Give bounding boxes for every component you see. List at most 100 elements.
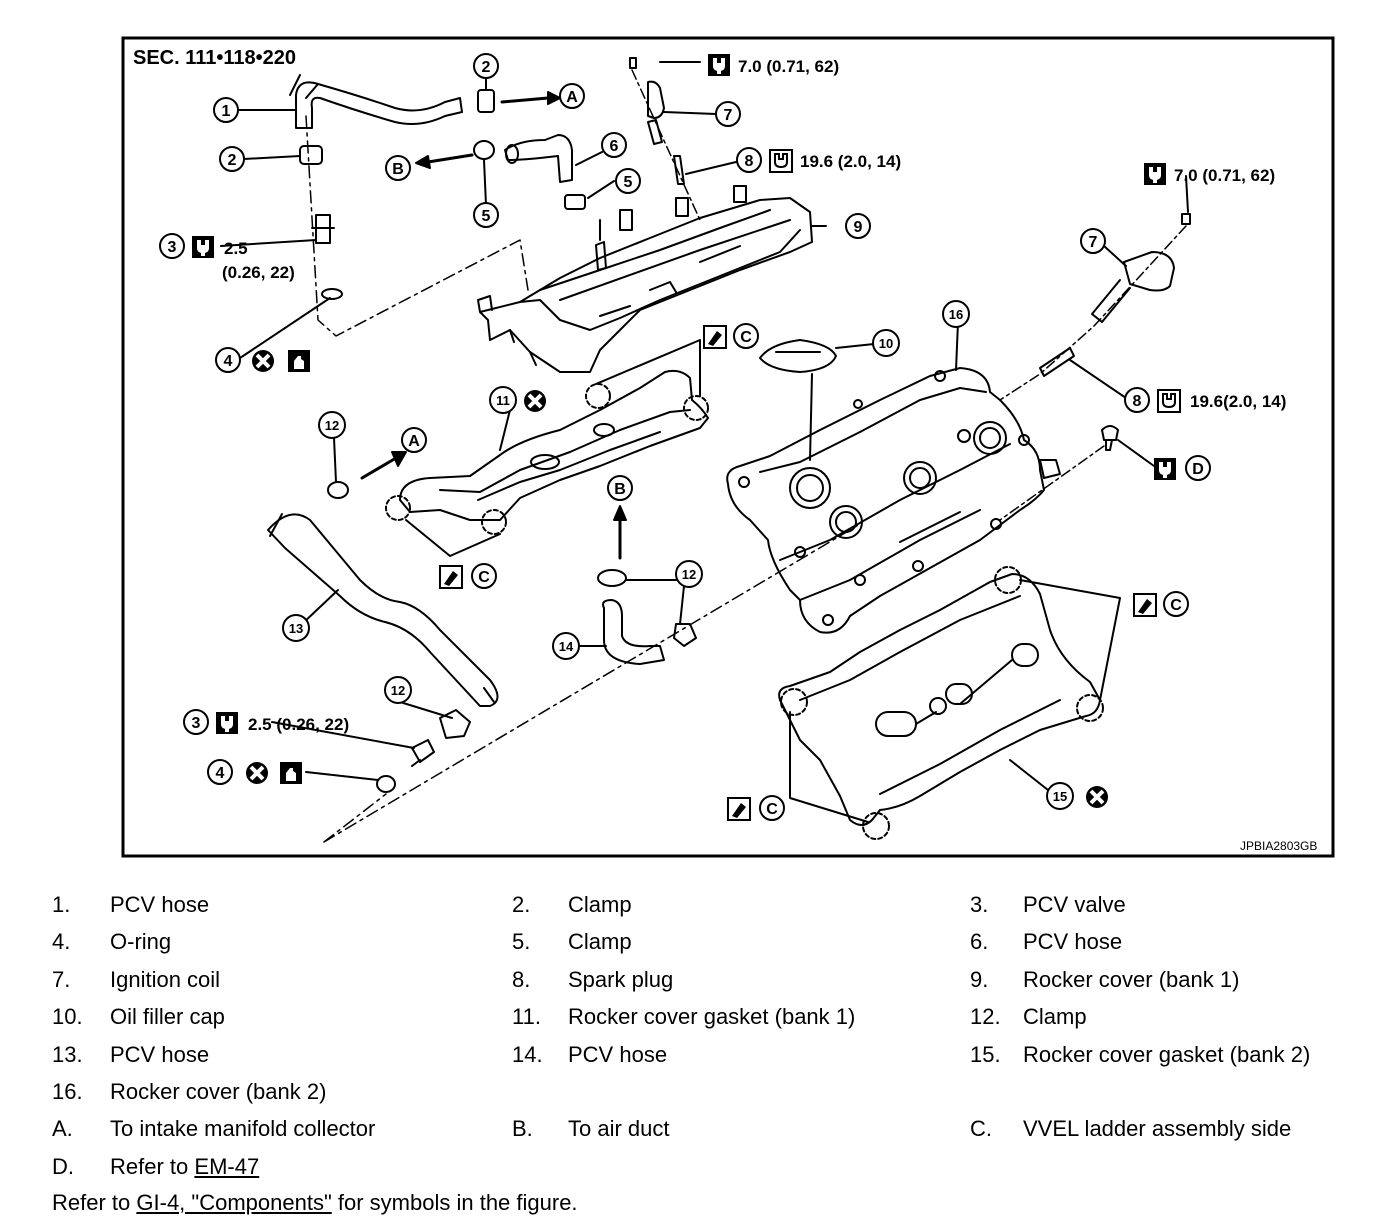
do-not-reuse-icon [1084, 784, 1110, 810]
legend-label-text: PCV hose [110, 892, 210, 917]
rocker-cover-gasket-bank-1 [399, 369, 709, 521]
svg-text:B: B [614, 481, 626, 498]
svg-text:3: 3 [168, 239, 177, 256]
callout-9: 9 [845, 213, 871, 239]
callout-8-top: 8 [736, 147, 762, 173]
ignition-coil-top [647, 80, 665, 145]
legend-number: A. [52, 1116, 73, 1142]
legend-label-text: Refer to [110, 1153, 189, 1179]
callout-4-top: 4 [215, 347, 241, 373]
legend-label-text: Rocker cover (bank 1) [1023, 966, 1240, 992]
legend-number: 13. [52, 1041, 83, 1067]
clamp-12-bottom [439, 709, 471, 739]
callout-12-left: 12 [318, 411, 346, 439]
callout-10: 10 [872, 329, 900, 357]
sealant-icon [1133, 593, 1157, 617]
rocker-cover-bank-1 [479, 197, 813, 373]
clamp-12-left [327, 481, 349, 499]
legend-label: VVEL ladder assembly side [1023, 1116, 1291, 1142]
legend-label: Rocker cover (bank 1) [1023, 967, 1239, 993]
legend-label: O-ring [110, 929, 171, 955]
bolt-top [629, 57, 637, 69]
callout-8-right: 8 [1124, 387, 1150, 413]
legend-number: 2. [512, 892, 531, 917]
legend-label: Clamp [568, 929, 632, 955]
tightening-torque-icon [1154, 458, 1176, 480]
legend-label-text: Oil filler cap [110, 1004, 225, 1030]
legend-label-text: Clamp [1023, 1004, 1087, 1030]
spark-plug-torque-icon [769, 149, 793, 173]
o-ring-4-lower [376, 775, 396, 793]
footer-suffix: for symbols in the figure. [337, 1190, 578, 1215]
rocker-cover-bank-2 [726, 367, 1045, 634]
callout-2-left: 2 [219, 146, 245, 172]
legend-label: PCV valve [1023, 892, 1126, 918]
svg-text:5: 5 [482, 208, 491, 225]
em-47-link[interactable]: EM-47 [194, 1153, 260, 1179]
svg-text:16: 16 [949, 307, 963, 322]
clamp-12-right [673, 623, 697, 647]
callout-4-bottom: 4 [207, 759, 233, 785]
svg-text:12: 12 [682, 567, 696, 582]
legend-label-text: PCV hose [110, 1041, 210, 1067]
pcv-hose-14 [602, 599, 665, 665]
oil-filler-cap [759, 339, 837, 373]
svg-text:7: 7 [724, 107, 733, 124]
legend-label: Clamp [568, 892, 632, 918]
bolt-right [1181, 213, 1191, 225]
legend-label: To air duct [568, 1116, 670, 1142]
callout-C-2: C [471, 563, 497, 589]
legend-label-text: PCV hose [568, 1041, 668, 1067]
footer-prefix: Refer to [52, 1190, 131, 1215]
callout-16: 16 [942, 300, 970, 328]
svg-text:4: 4 [216, 765, 225, 782]
svg-text:4: 4 [224, 353, 233, 370]
tightening-torque-icon [1144, 163, 1166, 185]
legend-number: 5. [512, 929, 531, 955]
do-not-reuse-icon [244, 760, 270, 786]
torque-valve-bottom: 2.5 (0.26, 22) [248, 715, 349, 734]
callout-2-top: 2 [473, 53, 499, 79]
legend-label: To intake manifold collector [110, 1116, 375, 1142]
legend-label: PCV hose [110, 1042, 209, 1068]
legend-number: 15. [970, 1041, 1001, 1067]
svg-text:12: 12 [391, 683, 405, 698]
callout-7-right: 7 [1080, 228, 1106, 254]
svg-text:1: 1 [222, 103, 231, 120]
ignition-coil-right [1091, 251, 1175, 323]
legend-number: 12. [970, 1004, 1001, 1030]
figure-frame [121, 36, 1335, 858]
svg-text:A: A [566, 89, 578, 106]
legend-number: B. [512, 1116, 533, 1142]
callout-11: 11 [489, 386, 517, 414]
footer-note: Refer to GI-4, "Components" for symbols … [52, 1190, 578, 1216]
legend-label-text: To intake manifold collector [110, 1116, 376, 1142]
section-label: SEC. 111•118•220 [133, 47, 296, 69]
callout-A-left: A [401, 427, 427, 453]
callout-A-top: A [559, 83, 585, 109]
svg-text:5: 5 [624, 174, 633, 191]
legend-number: D. [52, 1153, 74, 1179]
legend-label: Rocker cover gasket (bank 1) [568, 1004, 855, 1030]
figure-code: JPBIA2803GB [1240, 839, 1317, 853]
oil-apply-icon [288, 350, 310, 372]
gi-4-components-link[interactable]: GI-4, "Components" [136, 1190, 332, 1215]
torque-bolt-right: 7.0 (0.71, 62) [1174, 166, 1275, 185]
legend-label-text: Rocker cover (bank 2) [110, 1079, 327, 1104]
sealant-icon [727, 797, 751, 821]
legend-label: Rocker cover gasket (bank 2) [1023, 1042, 1310, 1068]
callout-13: 13 [282, 614, 310, 642]
svg-text:7: 7 [1089, 234, 1098, 251]
pcv-hose-1 [295, 81, 463, 129]
legend-label-text: PCV valve [1023, 892, 1126, 917]
callout-12-bottom: 12 [384, 676, 412, 704]
pcv-hose-6 [504, 134, 573, 183]
callout-B-middle: B [607, 475, 633, 501]
legend-number: 1. [52, 892, 71, 917]
callout-5-right: 5 [615, 168, 641, 194]
callout-C-4: C [759, 795, 785, 821]
callout-1: 1 [213, 97, 239, 123]
svg-text:D: D [1192, 461, 1204, 478]
o-ring-4 [321, 288, 343, 300]
torque-valve-top-a: 2.5 [224, 239, 248, 258]
